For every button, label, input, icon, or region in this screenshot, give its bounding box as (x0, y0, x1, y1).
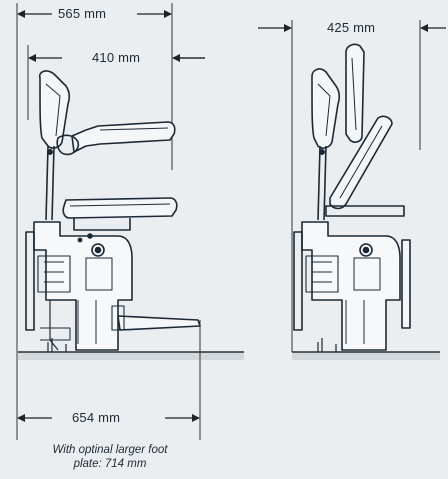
caption-line-2: plate: 714 mm (73, 458, 147, 470)
footnote-caption: With optinal larger foot plate: 714 mm (20, 443, 200, 471)
dimension-label-overall-width: 565 mm (56, 6, 109, 21)
floor-left (18, 351, 244, 360)
extension-lines (16, 3, 421, 440)
dimension-arrows (17, 10, 446, 422)
stairlift-folded (293, 43, 411, 352)
caption-line-1: With optinal larger foot (52, 444, 168, 456)
dimension-label-footplate-width: 654 mm (70, 410, 123, 425)
floor-right (292, 351, 440, 360)
stairlift-unfolded (25, 70, 201, 352)
dimension-label-folded-width: 425 mm (325, 20, 378, 35)
dimension-label-armrest-depth: 410 mm (90, 50, 143, 65)
